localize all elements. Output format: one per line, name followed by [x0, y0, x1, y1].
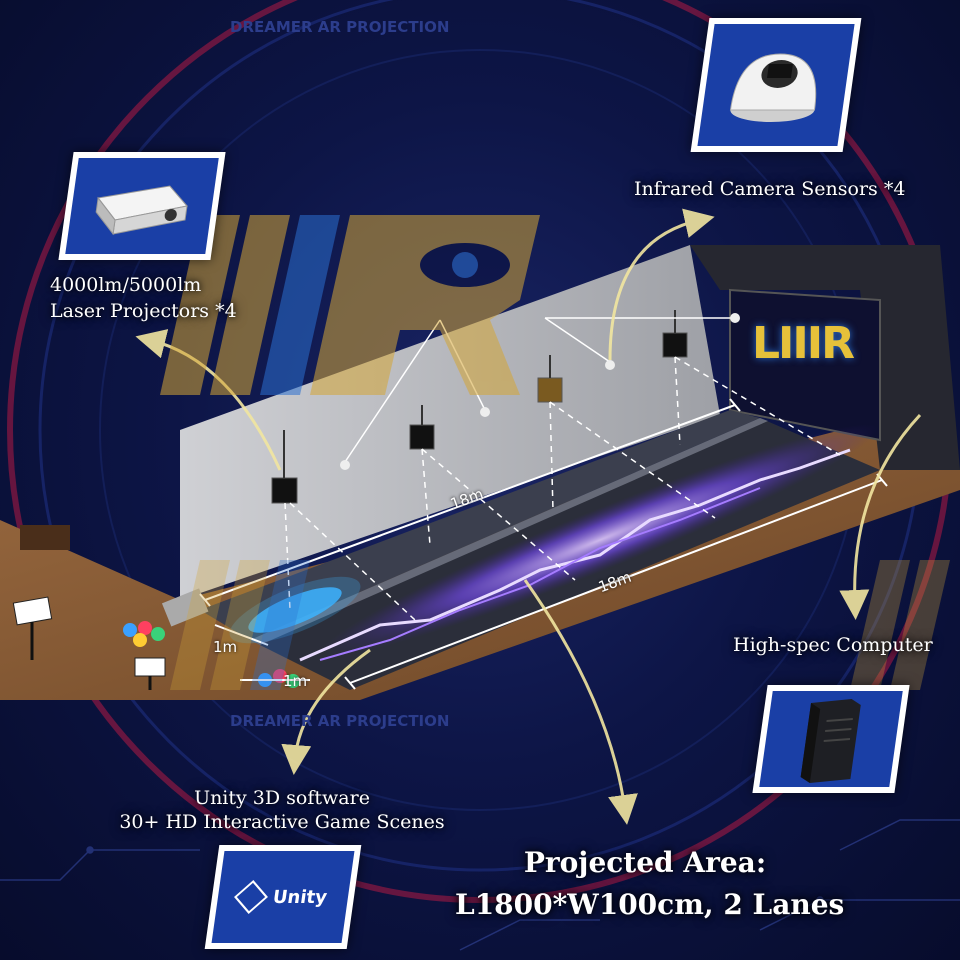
- start-gap-a: 1m: [213, 638, 238, 656]
- venue-furniture: [12, 525, 166, 690]
- projector-icon: [95, 185, 188, 236]
- software-label-line2: 30+ HD Interactive Game Scenes: [119, 811, 445, 833]
- brand-logo-watermark-bottom: [170, 560, 950, 690]
- projector-units: [271, 310, 688, 504]
- projectors-label: 4000lm/5000lm Laser Projectors *4: [50, 272, 237, 324]
- brand-logo-watermark: [160, 215, 540, 395]
- computer-card: [752, 685, 910, 793]
- unity-card-text: Unity: [271, 886, 329, 908]
- cameras-label: Infrared Camera Sensors *4: [634, 178, 905, 200]
- area-label-line2: L1800*W100cm, 2 Lanes: [455, 888, 845, 921]
- projection-beams: [284, 356, 841, 621]
- computer-label: High-spec Computer: [733, 634, 933, 656]
- software-label-line1: Unity 3D software: [194, 787, 370, 809]
- cameras-label-line1: Infrared Camera Sensors *4: [634, 178, 906, 200]
- area-label: Projected Area: L1800*W100cm, 2 Lanes: [455, 842, 845, 926]
- camera-card: [690, 18, 862, 152]
- start-gap-b: 1m: [283, 672, 308, 690]
- computer-label-line1: High-spec Computer: [733, 634, 933, 656]
- fish-projection: [229, 576, 361, 644]
- projector-card: [58, 152, 226, 260]
- screen-logo-text: LIIIR: [752, 318, 855, 369]
- dimension-lines: [199, 398, 888, 690]
- computer-tower-icon: [800, 699, 861, 783]
- watermark-text-top: DREAMER AR PROJECTION: [230, 18, 450, 36]
- circuit-decoration: [0, 819, 960, 951]
- unity-logo-icon: [234, 880, 268, 914]
- dome-camera-icon: [729, 53, 817, 122]
- projectors-label-line1: 4000lm/5000lm: [50, 274, 202, 296]
- end-screen: [729, 288, 881, 442]
- area-label-line1: Projected Area:: [523, 846, 767, 879]
- software-label: Unity 3D software 30+ HD Interactive Gam…: [112, 786, 452, 834]
- watermark-text-bottom: DREAMER AR PROJECTION: [230, 712, 450, 730]
- venue-wall: [180, 245, 720, 600]
- projectors-label-line2: Laser Projectors *4: [50, 300, 237, 322]
- screen-housing: [690, 245, 960, 470]
- unity-card: Unity: [204, 845, 362, 949]
